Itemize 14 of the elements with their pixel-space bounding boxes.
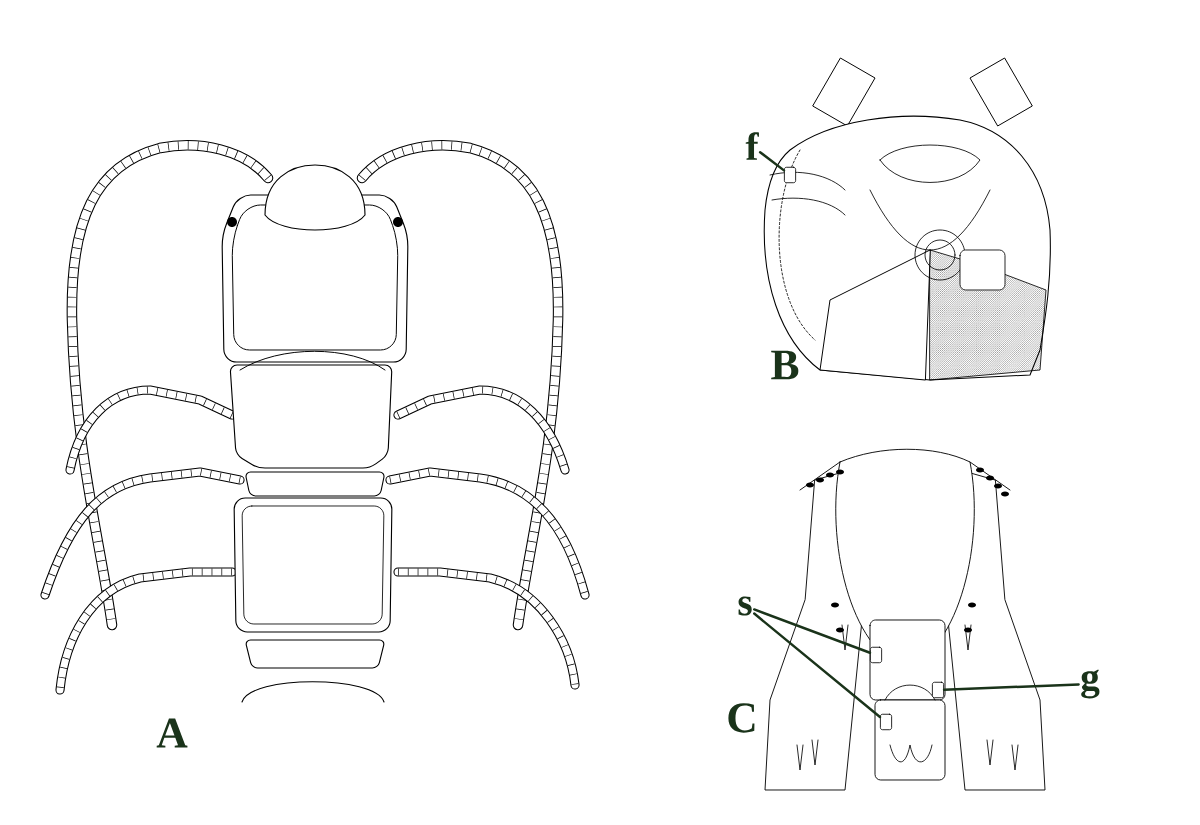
palp-segment xyxy=(783,166,797,184)
sternite-plate xyxy=(879,713,893,731)
part-letter: s xyxy=(738,596,752,616)
part-letter: g xyxy=(1081,669,1100,699)
sternite-plate xyxy=(869,646,883,664)
part-letter: f xyxy=(745,132,759,160)
panel-letter: C xyxy=(728,703,755,733)
leader-line xyxy=(753,608,872,654)
leader-line xyxy=(753,612,882,719)
leader-line xyxy=(758,150,786,172)
panel-letter: B xyxy=(771,350,799,380)
leader-line xyxy=(942,683,1080,691)
gonopod xyxy=(931,681,945,699)
panel-letter: A xyxy=(156,718,188,748)
